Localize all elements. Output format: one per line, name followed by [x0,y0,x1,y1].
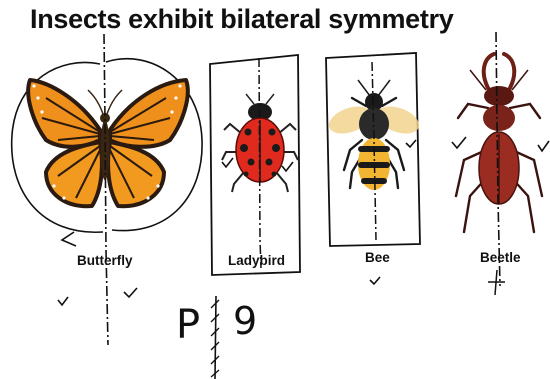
bee-check-below [370,277,380,284]
mirror-line [215,296,216,379]
beetle-check-right [538,141,549,151]
handwritten-letter-q: 9 [233,299,257,343]
check-mark-1 [58,297,68,305]
ladybird-illustration [210,55,300,275]
butterfly-label: Butterfly [77,253,133,268]
beetle-check-left [452,137,466,148]
handwritten-letter-p: P [176,302,200,348]
beetle-label: Beetle [480,250,521,265]
butterfly-symmetry-line [104,34,108,345]
ladybird-label: Ladybird [228,253,285,268]
check-mark-2 [124,288,137,297]
butterfly-illustration [12,34,202,345]
handwritten-marks [58,270,505,379]
bee-label: Bee [365,250,390,265]
butterfly-outline-arrow [62,232,76,246]
ladybird-check-left [222,158,233,167]
ladybird-check-right [282,162,293,171]
beetle-mandibles [484,54,515,88]
bee-check-right [406,140,416,147]
beetle-illustration [452,32,549,286]
